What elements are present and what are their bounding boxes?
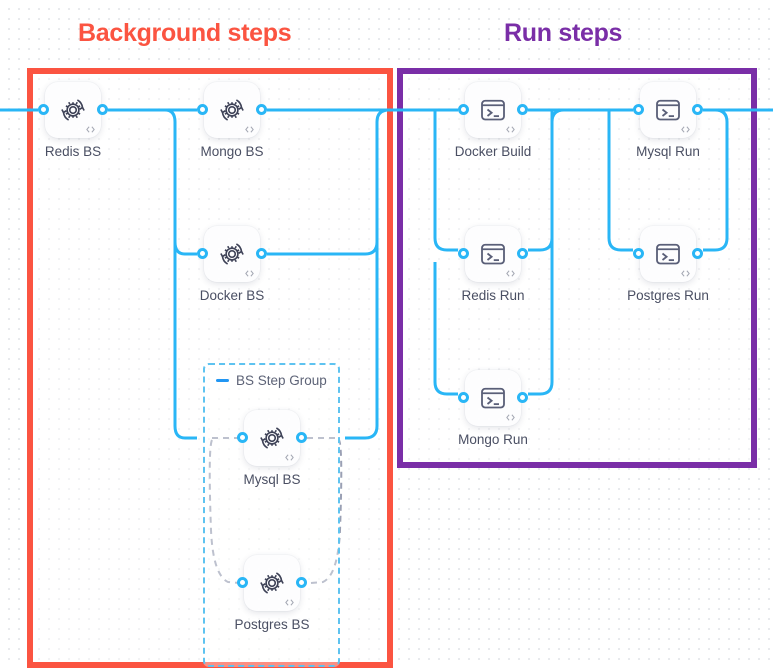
input-port[interactable] xyxy=(458,392,469,403)
section-box-run-steps xyxy=(397,68,757,468)
section-title-background-steps: Background steps xyxy=(78,19,292,47)
input-port[interactable] xyxy=(633,104,644,115)
minus-icon[interactable] xyxy=(216,379,229,382)
node-card[interactable] xyxy=(204,82,260,138)
terminal-icon xyxy=(481,243,505,265)
node-postgres-bs[interactable]: Postgres BS xyxy=(234,555,310,632)
node-label: Docker BS xyxy=(199,288,265,303)
input-port[interactable] xyxy=(38,104,49,115)
terminal-icon xyxy=(656,243,680,265)
code-icon xyxy=(681,270,690,277)
node-label: Redis BS xyxy=(44,144,102,159)
output-port[interactable] xyxy=(692,104,703,115)
node-card[interactable] xyxy=(244,410,300,466)
node-label: Redis Run xyxy=(461,288,525,303)
code-icon xyxy=(285,454,294,461)
node-card[interactable] xyxy=(640,226,696,282)
node-docker-build[interactable]: Docker Build xyxy=(455,82,531,159)
code-icon xyxy=(285,599,294,606)
output-port[interactable] xyxy=(296,432,307,443)
node-label: Postgres BS xyxy=(234,617,310,632)
input-port[interactable] xyxy=(197,248,208,259)
node-label: Docker Build xyxy=(454,144,532,159)
terminal-icon xyxy=(481,387,505,409)
code-icon xyxy=(245,270,254,277)
code-icon xyxy=(506,126,515,133)
output-port[interactable] xyxy=(517,392,528,403)
node-mongo-run[interactable]: Mongo Run xyxy=(458,370,528,447)
node-redis-bs[interactable]: Redis BS xyxy=(38,82,108,159)
node-mongo-bs[interactable]: Mongo BS xyxy=(197,82,267,159)
node-mysql-bs[interactable]: Mysql BS xyxy=(237,410,307,487)
node-card[interactable] xyxy=(204,226,260,282)
step-group-header[interactable]: BS Step Group xyxy=(216,373,327,388)
node-docker-bs[interactable]: Docker BS xyxy=(197,226,267,303)
output-port[interactable] xyxy=(517,104,528,115)
input-port[interactable] xyxy=(237,432,248,443)
gear-sync-icon xyxy=(61,99,85,121)
node-card[interactable] xyxy=(465,370,521,426)
terminal-icon xyxy=(481,99,505,121)
code-icon xyxy=(506,414,515,421)
output-port[interactable] xyxy=(256,248,267,259)
code-icon xyxy=(86,126,95,133)
node-card[interactable] xyxy=(640,82,696,138)
output-port[interactable] xyxy=(296,577,307,588)
node-label: Mongo Run xyxy=(458,432,528,447)
step-group-label: BS Step Group xyxy=(236,373,327,388)
input-port[interactable] xyxy=(458,248,469,259)
code-icon xyxy=(245,126,254,133)
output-port[interactable] xyxy=(692,248,703,259)
gear-sync-icon xyxy=(260,427,284,449)
node-label: Mongo BS xyxy=(200,144,264,159)
node-label: Mysql Run xyxy=(636,144,700,159)
input-port[interactable] xyxy=(633,248,644,259)
node-card[interactable] xyxy=(244,555,300,611)
input-port[interactable] xyxy=(197,104,208,115)
output-port[interactable] xyxy=(517,248,528,259)
node-card[interactable] xyxy=(465,82,521,138)
node-label: Postgres Run xyxy=(627,288,709,303)
node-mysql-run[interactable]: Mysql Run xyxy=(633,82,703,159)
node-postgres-run[interactable]: Postgres Run xyxy=(627,226,709,303)
code-icon xyxy=(506,270,515,277)
gear-sync-icon xyxy=(220,243,244,265)
node-card[interactable] xyxy=(45,82,101,138)
gear-sync-icon xyxy=(260,572,284,594)
terminal-icon xyxy=(656,99,680,121)
node-label: Mysql BS xyxy=(243,472,301,487)
node-card[interactable] xyxy=(465,226,521,282)
section-title-run-steps: Run steps xyxy=(504,19,623,47)
output-port[interactable] xyxy=(256,104,267,115)
input-port[interactable] xyxy=(458,104,469,115)
input-port[interactable] xyxy=(237,577,248,588)
code-icon xyxy=(681,126,690,133)
gear-sync-icon xyxy=(220,99,244,121)
node-redis-run[interactable]: Redis Run xyxy=(458,226,528,303)
output-port[interactable] xyxy=(97,104,108,115)
